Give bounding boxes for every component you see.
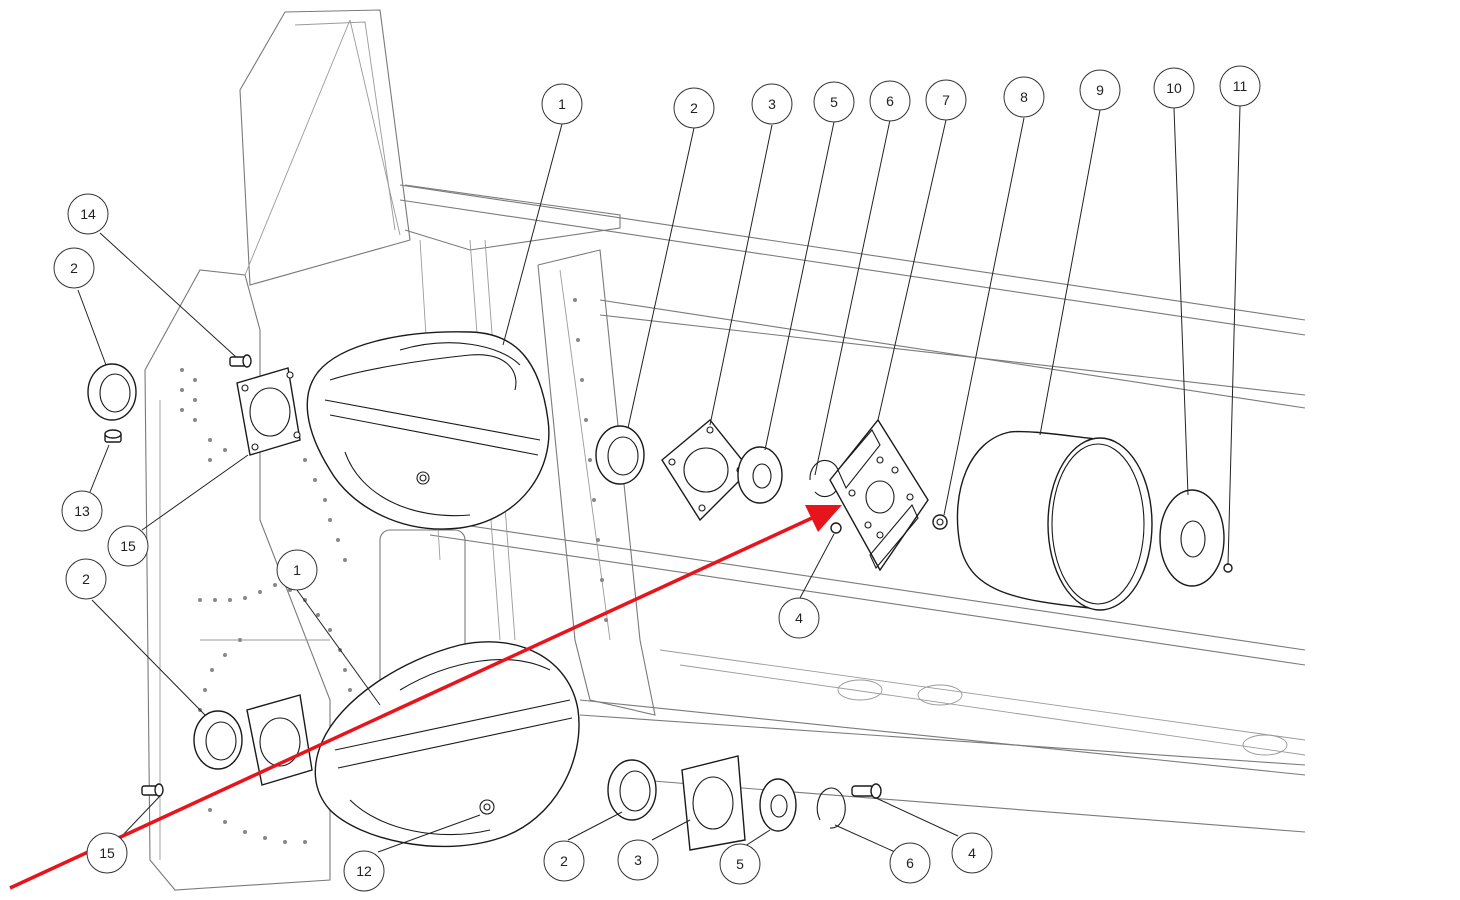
circlip-bottom — [816, 787, 846, 829]
callout-c6b: 6 — [889, 842, 931, 884]
svg-text:5: 5 — [736, 856, 744, 872]
callout-c2c: 2 — [65, 558, 107, 600]
bolt-lower-left — [141, 783, 164, 797]
callout-c2d: 2 — [543, 840, 585, 882]
callout-c2a: 2 — [673, 87, 715, 129]
nut-8 — [932, 514, 948, 530]
bracket-plate — [829, 418, 929, 572]
svg-text:1: 1 — [558, 96, 566, 112]
bearing-lower-left — [193, 710, 243, 770]
bearing-upper-left — [87, 363, 137, 421]
flange-housing-bottom — [681, 755, 746, 851]
flange-housing-lower-left — [246, 694, 313, 786]
callout-c12: 12 — [343, 850, 385, 892]
svg-text:12: 12 — [356, 863, 372, 879]
callout-c2b: 2 — [53, 247, 95, 289]
svg-text:11: 11 — [1233, 78, 1248, 94]
flange-housing-middle — [661, 419, 751, 522]
callout-c4a: 4 — [778, 597, 820, 639]
svg-text:4: 4 — [795, 610, 803, 626]
callout-c15b: 15 — [86, 832, 128, 874]
svg-text:6: 6 — [886, 93, 894, 109]
callout-c4b: 4 — [951, 832, 993, 874]
svg-text:1: 1 — [293, 562, 301, 578]
svg-text:7: 7 — [942, 92, 950, 108]
svg-text:4: 4 — [968, 845, 976, 861]
bolt-14 — [229, 354, 252, 368]
svg-text:2: 2 — [690, 100, 698, 116]
callout-c6a: 6 — [869, 80, 911, 122]
callout-c5b: 5 — [719, 843, 761, 885]
svg-text:3: 3 — [768, 96, 776, 112]
callout-c15a: 15 — [107, 525, 149, 567]
svg-text:8: 8 — [1020, 89, 1028, 105]
svg-text:2: 2 — [82, 571, 90, 587]
bolt-13 — [104, 429, 122, 443]
callout-c8: 8 — [1003, 76, 1045, 118]
washer-bottom — [759, 778, 797, 832]
svg-text:5: 5 — [830, 94, 838, 110]
leader-lines — [77, 105, 1241, 853]
callout-c3a: 3 — [751, 83, 793, 125]
callout-c5a: 5 — [813, 81, 855, 123]
callout-c14: 14 — [67, 193, 109, 235]
callout-c7: 7 — [925, 79, 967, 121]
callout-c9: 9 — [1079, 69, 1121, 111]
callout-c11: 11 — [1219, 65, 1261, 107]
bolt-4-bottom — [851, 783, 882, 799]
disc-plate — [1159, 489, 1225, 587]
callout-c13: 13 — [61, 490, 103, 532]
svg-text:2: 2 — [70, 260, 78, 276]
svg-text:3: 3 — [634, 852, 642, 868]
shield-plate-lower — [314, 641, 580, 848]
callout-c1a: 1 — [541, 83, 583, 125]
bearing-bottom — [607, 759, 657, 821]
svg-text:14: 14 — [80, 206, 96, 222]
flange-housing-upper-left — [236, 367, 301, 456]
svg-text:15: 15 — [120, 538, 136, 554]
callout-c1b: 1 — [276, 549, 318, 591]
svg-text:2: 2 — [560, 853, 568, 869]
bearing-middle — [595, 425, 645, 485]
svg-text:10: 10 — [1166, 80, 1182, 96]
washer-middle — [737, 446, 783, 504]
shield-plate-upper — [306, 331, 550, 530]
nut-11 — [1223, 563, 1233, 573]
svg-text:15: 15 — [99, 845, 115, 861]
bolt-4-middle — [830, 522, 842, 534]
red-arrow — [9, 505, 842, 890]
svg-text:6: 6 — [906, 855, 914, 871]
callout-c10: 10 — [1153, 67, 1195, 109]
svg-text:9: 9 — [1096, 82, 1104, 98]
parts — [87, 331, 1233, 851]
svg-text:13: 13 — [74, 503, 90, 519]
callout-c3b: 3 — [617, 839, 659, 881]
drum-cylinder — [956, 430, 1153, 611]
